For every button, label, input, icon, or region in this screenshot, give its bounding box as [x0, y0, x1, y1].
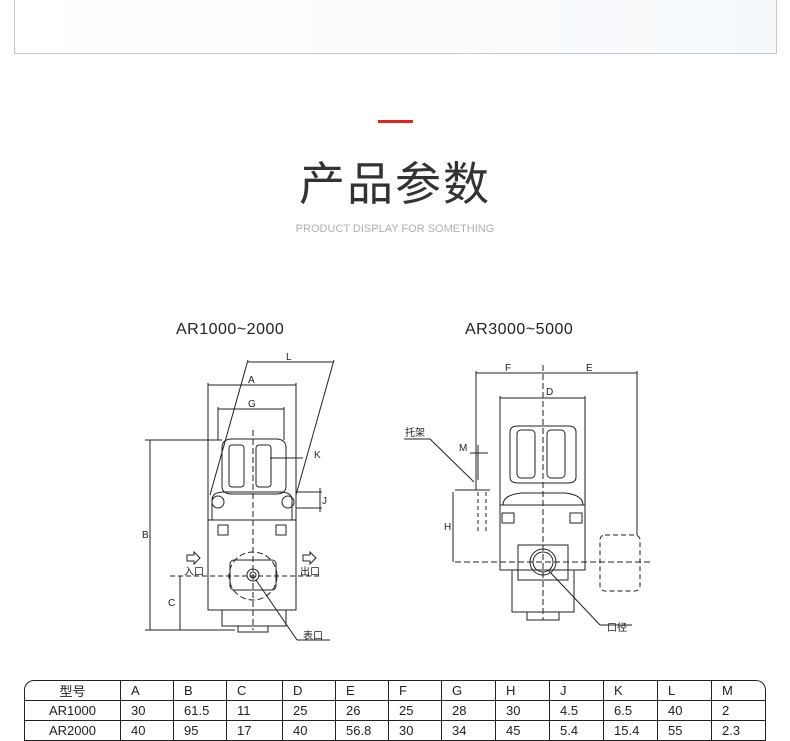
dim-label-d: D [546, 387, 553, 398]
value-cell: 26 [336, 701, 389, 721]
label-outlet: 出口 [300, 565, 320, 578]
column-header: B [174, 680, 227, 701]
drawing-ar3000 [404, 365, 650, 626]
drawing-ar1000 [145, 359, 335, 641]
value-cell: 61.5 [174, 701, 227, 721]
drawing-ar3000-labels: F E D M H 托架 口径 [405, 363, 627, 634]
label-inlet: 入口 [184, 567, 204, 578]
column-header: G [442, 680, 496, 701]
value-cell: 56.8 [336, 721, 389, 741]
dim-label-e: E [586, 363, 593, 374]
dim-label-a: A [248, 375, 255, 386]
value-cell: 40 [283, 721, 336, 741]
value-cell: 25 [389, 701, 442, 721]
column-header: C [227, 680, 283, 701]
column-header: A [121, 680, 174, 701]
section-subtitle: PRODUCT DISPLAY FOR SOMETHING [295, 223, 495, 235]
value-cell: 95 [174, 721, 227, 741]
value-cell: 45 [496, 721, 550, 741]
value-cell: 30 [389, 721, 442, 741]
value-cell: 34 [442, 721, 496, 741]
value-cell: 30 [496, 701, 550, 721]
label-bracket: 托架 [405, 426, 425, 439]
dim-label-g: G [248, 399, 256, 410]
value-cell: 30 [121, 701, 174, 721]
model-cell: AR1000 [24, 701, 121, 721]
diagram-title-ar1000: AR1000~2000 [176, 321, 285, 338]
column-header: M [712, 680, 766, 701]
column-header: H [496, 680, 550, 701]
dimension-drawings: L A G K J B C 入口 出口 表口 F E D M H 托架 口径 [142, 352, 650, 642]
dim-label-c: C [168, 598, 175, 609]
column-header: E [336, 680, 389, 701]
diagram-title-ar3000: AR3000~5000 [465, 321, 574, 338]
value-cell: 2.3 [712, 721, 766, 741]
value-cell: 15.4 [604, 721, 658, 741]
column-header: L [658, 680, 712, 701]
section-title: 产品参数 [299, 157, 491, 211]
value-cell: 11 [227, 701, 283, 721]
column-header: F [389, 680, 442, 701]
label-port-size: 口径 [607, 621, 627, 634]
dim-label-f: F [505, 363, 511, 374]
dim-label-k: K [314, 450, 321, 461]
dim-label-j: J [322, 496, 327, 507]
product-image-card [14, 0, 777, 54]
column-header: K [604, 680, 658, 701]
drawing-ar1000-labels: L A G K J B C 入口 出口 表口 [142, 352, 327, 642]
value-cell: 17 [227, 721, 283, 741]
accent-bar [378, 120, 413, 123]
value-cell: 25 [283, 701, 336, 721]
label-gauge-port: 表口 [303, 629, 323, 642]
column-header: D [283, 680, 336, 701]
model-cell: AR2000 [24, 721, 121, 741]
dim-label-h: H [444, 522, 451, 533]
column-header: J [550, 680, 604, 701]
value-cell: 40 [658, 701, 712, 721]
value-cell: 4.5 [550, 701, 604, 721]
value-cell: 55 [658, 721, 712, 741]
value-cell: 5.4 [550, 721, 604, 741]
column-header: 型号 [24, 680, 121, 701]
value-cell: 28 [442, 701, 496, 721]
dim-label-b: B [142, 530, 149, 541]
dim-label-l: L [286, 352, 292, 363]
value-cell: 2 [712, 701, 766, 721]
value-cell: 6.5 [604, 701, 658, 721]
value-cell: 40 [121, 721, 174, 741]
dim-label-m: M [459, 443, 467, 454]
